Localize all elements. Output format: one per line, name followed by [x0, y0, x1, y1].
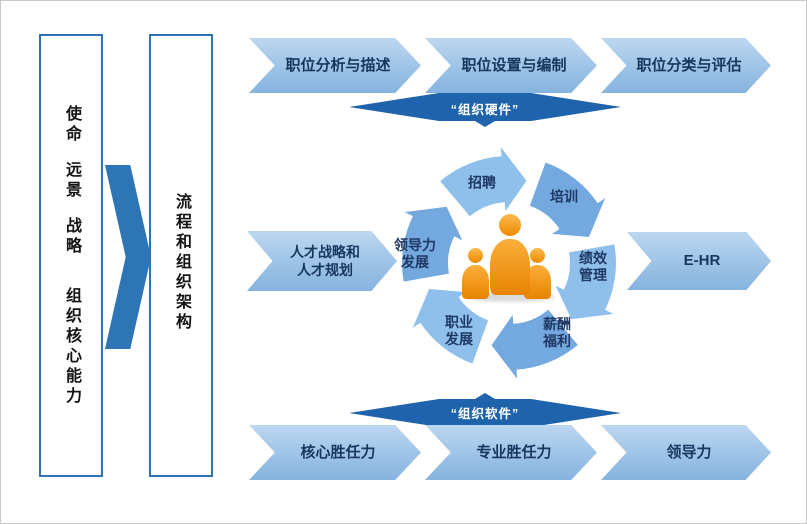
person-center-body-icon [490, 239, 530, 295]
person-right-head-icon [530, 248, 545, 263]
talent-strategy-arrow: 人才战略和 人才规划 [247, 231, 397, 291]
bottom-arrow-leadership: 领导力 [601, 425, 771, 480]
ehr-arrow: E-HR [627, 232, 771, 290]
top-arrow-job-analysis-label: 职位分析与描述 [285, 56, 391, 74]
bottom-arrow-leadership-label: 领导力 [666, 443, 712, 461]
cycle-label-career-development: 职业 发展 [445, 314, 473, 347]
person-left-body-icon [462, 265, 489, 299]
hardware-banner-ribbon-icon [349, 93, 621, 127]
process-structure-label: 流程和组织架构 [173, 192, 190, 333]
mission-label: 使命 [63, 104, 80, 145]
process-structure-box: 流程和组织架构 [149, 34, 213, 477]
software-banner-ribbon-icon [349, 393, 621, 427]
cycle-label-performance-management: 绩效 管理 [579, 250, 607, 283]
bottom-arrow-core-competency-label: 核心胜任力 [300, 443, 376, 461]
vision-label: 远景 [63, 160, 80, 201]
ehr-arrow-label: E-HR [683, 252, 721, 270]
hardware-banner-label: “组织硬件” [450, 102, 520, 117]
mission-vision-strategy-box: 使命 远景 战略 组织核心能力 [39, 34, 103, 477]
core-capability-label: 组织核心能力 [63, 286, 80, 407]
top-arrow-job-setup: 职位设置与编制 [425, 38, 597, 93]
software-banner-label: “组织软件” [450, 406, 520, 421]
bottom-arrow-professional-competency: 专业胜任力 [425, 425, 597, 480]
top-arrow-job-setup-label: 职位设置与编制 [461, 56, 567, 74]
person-center-head-icon [499, 214, 521, 236]
hardware-banner: “组织硬件” [349, 93, 621, 127]
top-arrow-job-analysis: 职位分析与描述 [249, 38, 421, 93]
people-shadow [467, 292, 555, 302]
top-arrow-job-classification: 职位分类与评估 [601, 38, 771, 93]
cycle-label-leadership-development: 领导力 发展 [394, 237, 436, 270]
hr-cycle-ring [402, 147, 616, 379]
bottom-arrow-professional-competency-label: 专业胜任力 [476, 443, 552, 461]
cycle-label-recruitment: 招聘 [468, 174, 496, 191]
bottom-arrow-core-competency: 核心胜任力 [249, 425, 421, 480]
cycle-label-training: 培训 [550, 188, 578, 205]
flow-chevron-arrow-icon [105, 165, 151, 349]
software-banner: “组织软件” [349, 393, 621, 427]
person-left-head-icon [468, 248, 483, 263]
strategy-label: 战略 [63, 216, 80, 257]
top-arrow-job-classification-label: 职位分类与评估 [636, 56, 742, 74]
cycle-label-compensation-benefits: 薪酬 福利 [543, 316, 571, 349]
talent-strategy-arrow-label: 人才战略和 人才规划 [290, 243, 360, 278]
